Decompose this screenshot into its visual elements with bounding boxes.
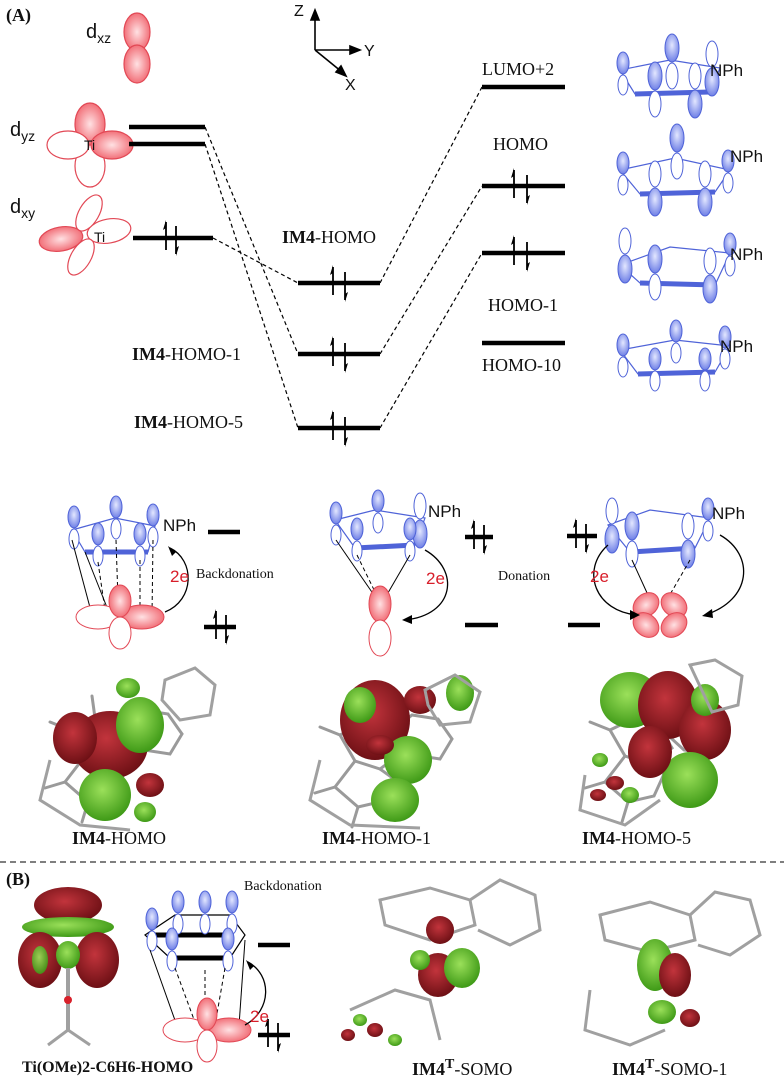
interaction-donation-mid (329, 489, 498, 657)
caption-im4-homo5: IM4-HOMO-5 (582, 828, 691, 848)
homo1-label: HOMO-1 (488, 295, 558, 315)
mo-render-im4-homo1 (308, 673, 482, 830)
dyz-orbital (46, 102, 134, 188)
ligand-mo-lumo2 (616, 33, 721, 119)
interaction-backdonation-left (67, 495, 240, 650)
caption-im4-homo1: IM4-HOMO-1 (322, 828, 431, 848)
axis-triad (309, 7, 363, 78)
caption-im4t-somo: IM4T-SOMO (412, 1057, 513, 1079)
homo-label: HOMO (493, 134, 549, 154)
nph-label-1: NPh (710, 61, 744, 80)
backdonation-label-b: Backdonation (244, 879, 322, 894)
nph-label-6: NPh (428, 502, 462, 521)
interaction-donation-right (567, 497, 745, 638)
caption-ti-ome2-c6h6-homo: Ti(OMe)2-C6H6-HOMO (22, 1059, 194, 1076)
ligand-levels (482, 84, 565, 346)
axis-x-label: X (345, 77, 356, 94)
dxy-label: dxy (10, 196, 36, 221)
dxy-orbital (38, 194, 132, 276)
dxz-label: dxz (86, 21, 112, 46)
mo-render-im4t-somo1 (583, 890, 762, 1047)
electrons-label-3: 2e (590, 567, 609, 586)
im4-homo1-level-label: IM4-HOMO-1 (132, 344, 241, 364)
donation-label: Donation (498, 569, 551, 584)
panel-a-label: (A) (6, 5, 31, 25)
caption-im4t-somo1: IM4T-SOMO-1 (612, 1057, 728, 1079)
nph-label-2: NPh (730, 147, 764, 166)
mo-render-im4-homo5 (578, 658, 744, 827)
axis-y-label: Y (364, 43, 375, 60)
mo-render-im4t-somo (341, 878, 542, 1046)
ti-levels (129, 124, 213, 241)
nph-label-5: NPh (163, 516, 197, 535)
correlation-lines (204, 86, 483, 429)
axis-z-label: Z (294, 3, 304, 20)
dyz-label: dyz (10, 119, 36, 144)
interaction-backdonation-b (144, 890, 290, 1063)
backdonation-label: Backdonation (196, 567, 274, 582)
im4-homo5-level-label: IM4-HOMO-5 (134, 412, 243, 432)
nph-label-7: NPh (712, 504, 746, 523)
electrons-label-1: 2e (170, 567, 189, 586)
caption-im4-homo: IM4-HOMO (72, 828, 166, 848)
ligand-mo-homo (616, 123, 735, 217)
electrons-label-2: 2e (426, 569, 445, 588)
nph-label-3: NPh (730, 245, 764, 264)
ti-label-dyz: Ti (84, 137, 96, 153)
im4-homo-level-label: IM4-HOMO (282, 227, 376, 247)
panel-b-label: (B) (6, 869, 30, 889)
ti-label-dxy: Ti (94, 229, 106, 245)
dxz-orbital (123, 12, 151, 84)
nph-label-4: NPh (720, 337, 754, 356)
electrons-label-b: 2e (250, 1007, 269, 1026)
mo-render-im4-homo (38, 666, 217, 832)
im4-levels (298, 280, 380, 431)
homo10-label: HOMO-10 (482, 355, 561, 375)
ligand-mo-homo1 (617, 227, 737, 304)
ligand-mo-homo10 (616, 319, 732, 392)
mo-render-ti-ome2-c6h6-homo (18, 887, 119, 1047)
lumo2-label: LUMO+2 (482, 59, 555, 79)
